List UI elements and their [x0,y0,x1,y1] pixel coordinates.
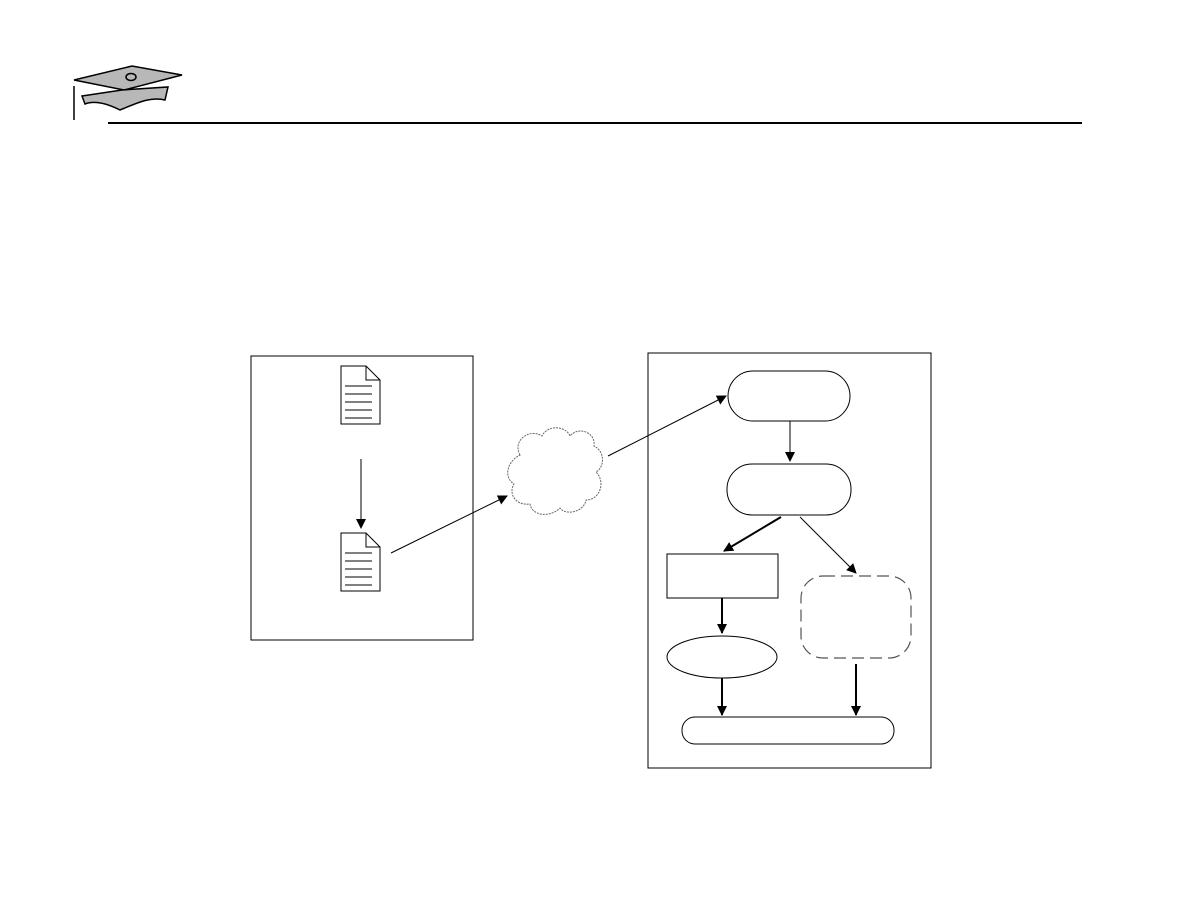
document-icon [340,532,381,592]
graduation-cap-icon [73,65,183,120]
cloud-icon [507,427,603,515]
arrow-doc-to-cloud [390,495,508,554]
server-node-dashed [800,575,912,659]
server-box [647,352,932,769]
arrow-node2-to-rectangle [723,516,782,552]
server-node-middle [726,463,852,516]
server-node-top [727,370,851,422]
server-node-ellipse [666,635,778,679]
server-node-rectangle [666,553,779,599]
arrow-cloud-to-server [607,395,727,457]
document-icon [340,365,381,425]
server-node-bottom-bar [681,716,895,745]
arrow-node2-to-dashed [799,516,857,574]
client-box [250,355,474,641]
